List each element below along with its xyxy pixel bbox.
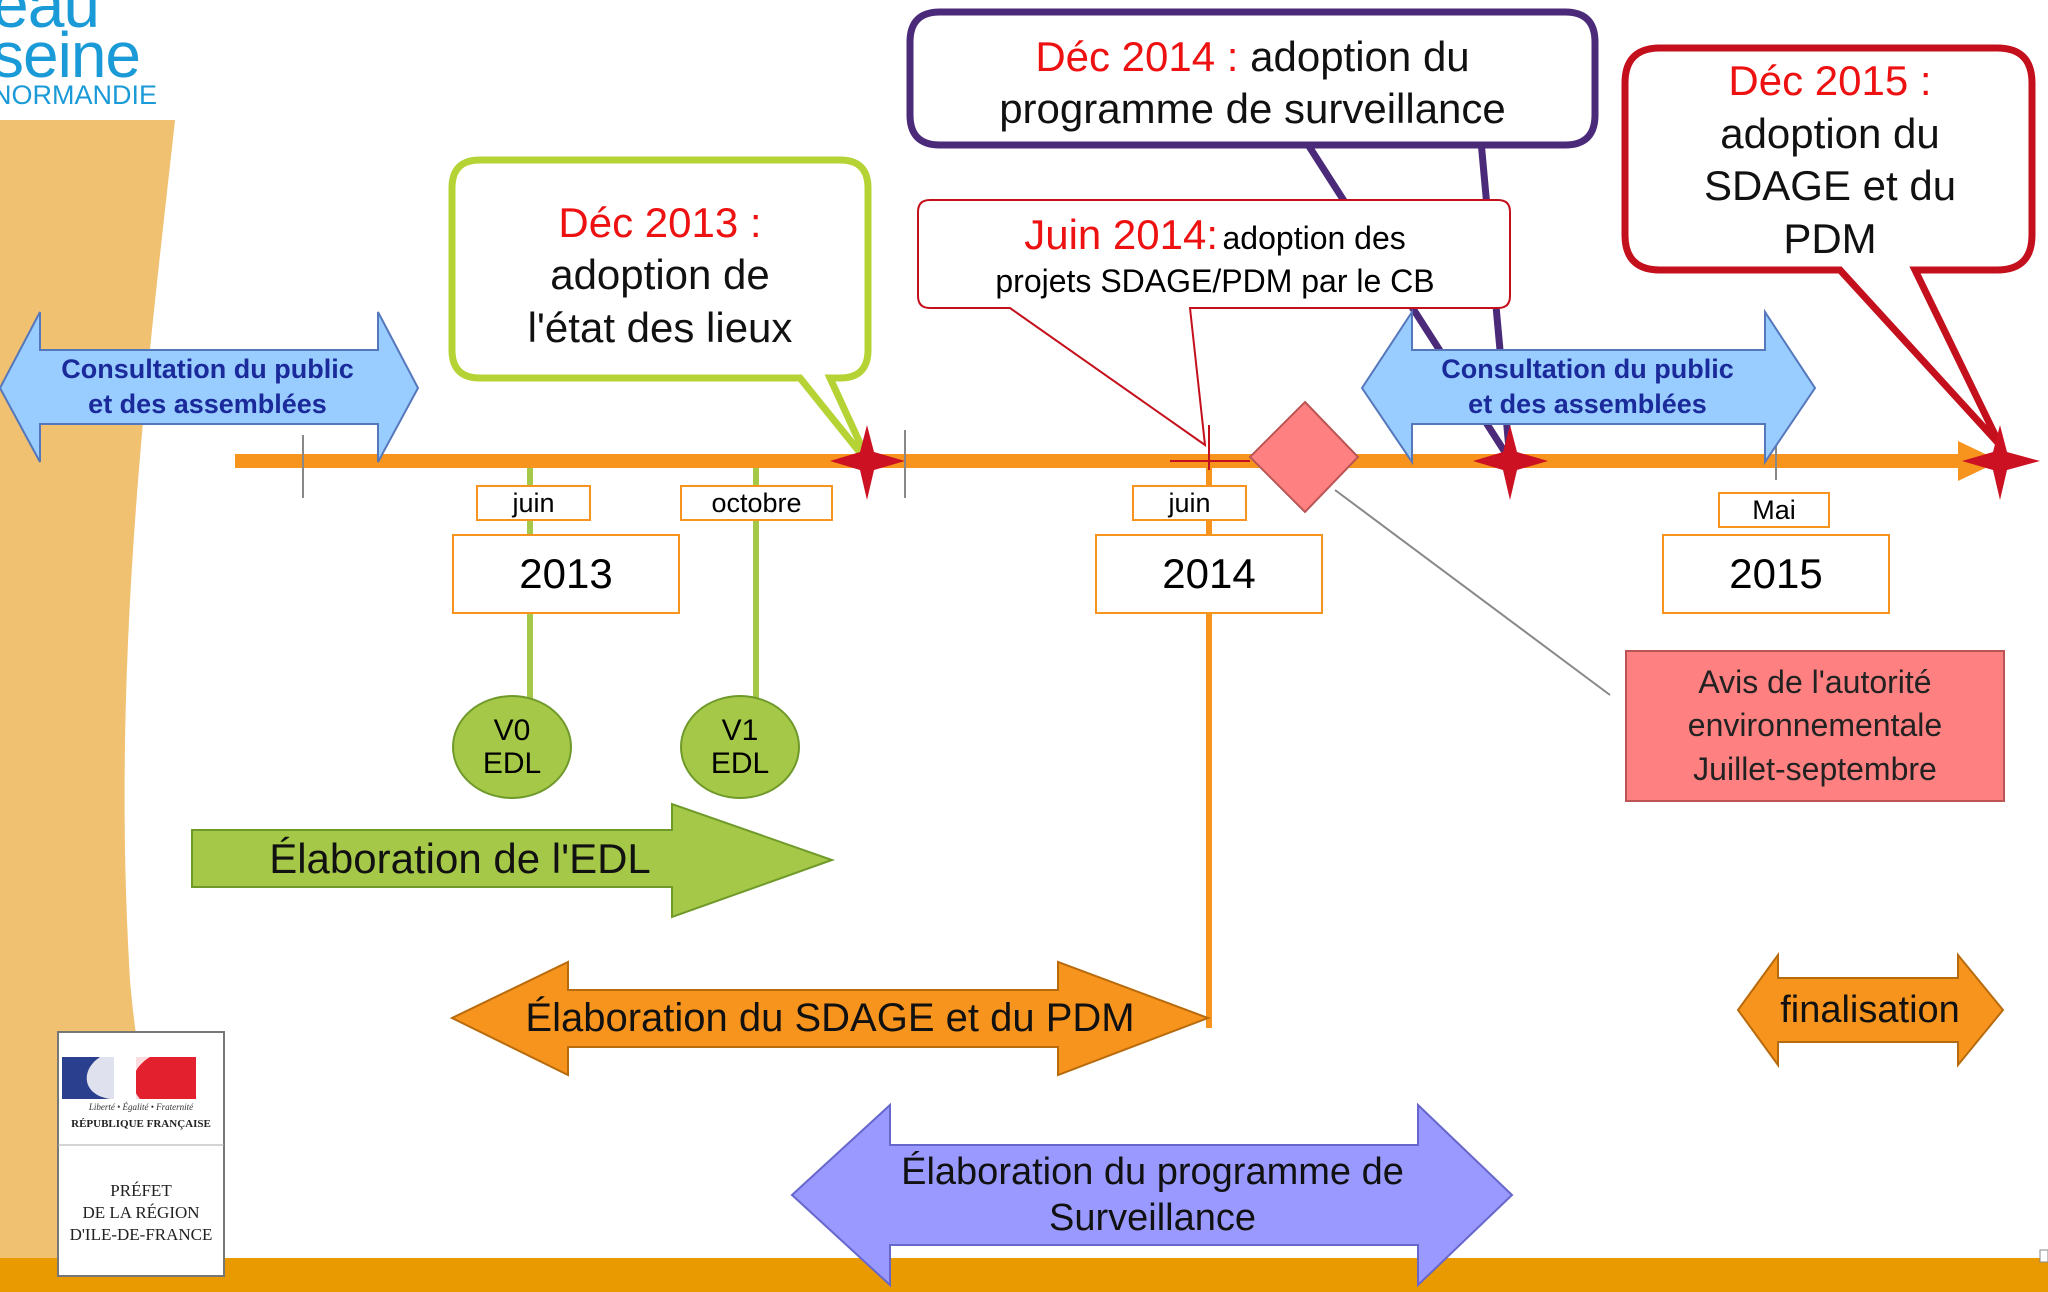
star-dec2013: [830, 425, 905, 500]
month-octobre-2013: octobre: [680, 485, 833, 521]
prefecture-name: PRÉFET DE LA RÉGION D'ILE-DE-FRANCE: [58, 1180, 224, 1246]
star-dec2015: [1962, 425, 2040, 500]
consultation-right-label: Consultation du public et des assemblées: [1400, 350, 1775, 424]
year-2015: 2015: [1662, 534, 1890, 614]
avis-line3: Juillet-septembre: [1693, 750, 1937, 787]
phase-surveillance-line1: Élaboration du programme de: [901, 1150, 1404, 1193]
callout-dec2013-line2: l'état des lieux: [527, 303, 793, 351]
avis-diamond: [1248, 400, 1360, 514]
oval-v1-line1: V1: [721, 714, 759, 747]
callout-dec2014-date: Déc 2014 :: [1035, 32, 1239, 80]
month-juin-2013: juin: [476, 485, 591, 521]
callout-juin2014-bubble: [917, 199, 1511, 448]
logo-line3: NORMANDIE: [0, 80, 158, 110]
avis-leader-line: [1334, 489, 1611, 696]
eau-seine-normandie-logo: eau seine NORMANDIE: [0, 0, 220, 115]
oval-v0-line1: V0: [493, 714, 531, 747]
oval-v0-line2: EDL: [482, 747, 542, 780]
consultation-right-line1: Consultation du public: [1441, 353, 1734, 384]
oval-v1-line2: EDL: [710, 747, 770, 780]
phase-edl-label: Élaboration de l'EDL: [269, 834, 651, 882]
callout-juin2014-text: Juin 2014: adoption des projets SDAGE/PD…: [925, 205, 1505, 305]
callout-dec2015-line1: adoption du: [1720, 109, 1940, 157]
callout-dec2015-date: Déc 2015 :: [1728, 57, 1932, 104]
avis-line1: Avis de l'autorité: [1698, 664, 1932, 701]
year-2014: 2014: [1095, 534, 1323, 614]
callout-dec2015-line2: SDAGE et du: [1703, 162, 1957, 209]
prefecture-line3: D'ILE-DE-FRANCE: [69, 1225, 213, 1245]
callout-dec2013-bubble: [448, 156, 874, 468]
surveillance-arrow: [790, 1102, 1514, 1288]
prefecture-motto: Liberté • Égalité • Fraternité: [88, 1102, 194, 1112]
callout-juin2014-line1: adoption des: [1222, 219, 1406, 256]
avis-box: [1625, 650, 2005, 802]
oval-v1-edl: V1 EDL: [680, 695, 800, 799]
callout-juin2014-line2: projets SDAGE/PDM par le CB: [995, 263, 1435, 300]
callout-juin2014-date: Juin 2014:: [1024, 210, 1219, 258]
month-juin-2014: juin: [1132, 485, 1247, 521]
avis-text: Avis de l'autorité environnementale Juil…: [1626, 651, 2004, 801]
callout-dec2015-text: Déc 2015 : adoption du SDAGE et du PDM: [1640, 55, 2020, 265]
consultation-left-line1: Consultation du public: [61, 353, 354, 384]
callout-dec2015-line3: PDM: [1783, 214, 1877, 262]
consultation-left-arrow: [0, 311, 420, 463]
star-dec2014: [1473, 425, 1548, 500]
consultation-right-line2: et des assemblées: [1468, 389, 1707, 419]
prefecture-republic: RÉPUBLIQUE FRANÇAISE: [71, 1118, 211, 1130]
finalisation-arrow: [1736, 951, 2005, 1069]
phase-surveillance-line2: Surveillance: [1049, 1196, 1256, 1239]
callout-dec2014-line1: adoption du: [1250, 32, 1470, 80]
flag-red: [136, 1057, 196, 1099]
sdage-arrow: [449, 960, 1211, 1077]
marianne-profile: [86, 1057, 150, 1099]
avis-line2: environnementale: [1687, 707, 1943, 744]
edl-arrow: [191, 802, 836, 919]
phase-sdage-label: Élaboration du SDAGE et du PDM: [525, 996, 1135, 1040]
year-2013: 2013: [452, 534, 680, 614]
logo-line2: seine: [0, 19, 141, 91]
callout-dec2013-date: Déc 2013 :: [558, 198, 762, 246]
callout-dec2015-bubble: [1621, 44, 2036, 448]
month-mai-2015: Mai: [1718, 492, 1830, 528]
phase-finalisation-label: finalisation: [1780, 988, 1960, 1031]
callout-dec2014-text: Déc 2014 : adoption du programme de surv…: [920, 28, 1585, 138]
footer-band: [0, 1258, 2048, 1292]
oval-v0-edl: V0 EDL: [452, 695, 572, 799]
consultation-left-line2: et des assemblées: [88, 389, 327, 419]
consultation-right-arrow: [1360, 308, 1817, 466]
footer-corner: [2039, 1249, 2048, 1263]
consultation-left-label: Consultation du public et des assemblées: [30, 350, 385, 424]
callout-dec2014-line2: programme de surveillance: [999, 85, 1506, 132]
callout-dec2013-text: Déc 2013 : adoption de l'état des lieux: [470, 188, 850, 363]
phase-surveillance-label: Élaboration du programme de Surveillance: [850, 1148, 1455, 1243]
callout-dec2013-line1: adoption de: [550, 251, 770, 299]
prefecture-line2: DE LA RÉGION: [82, 1203, 200, 1223]
callout-dec2014-bubble: [906, 8, 1599, 149]
prefecture-line1: PRÉFET: [110, 1181, 172, 1200]
logo-line1: eau: [0, 0, 100, 41]
